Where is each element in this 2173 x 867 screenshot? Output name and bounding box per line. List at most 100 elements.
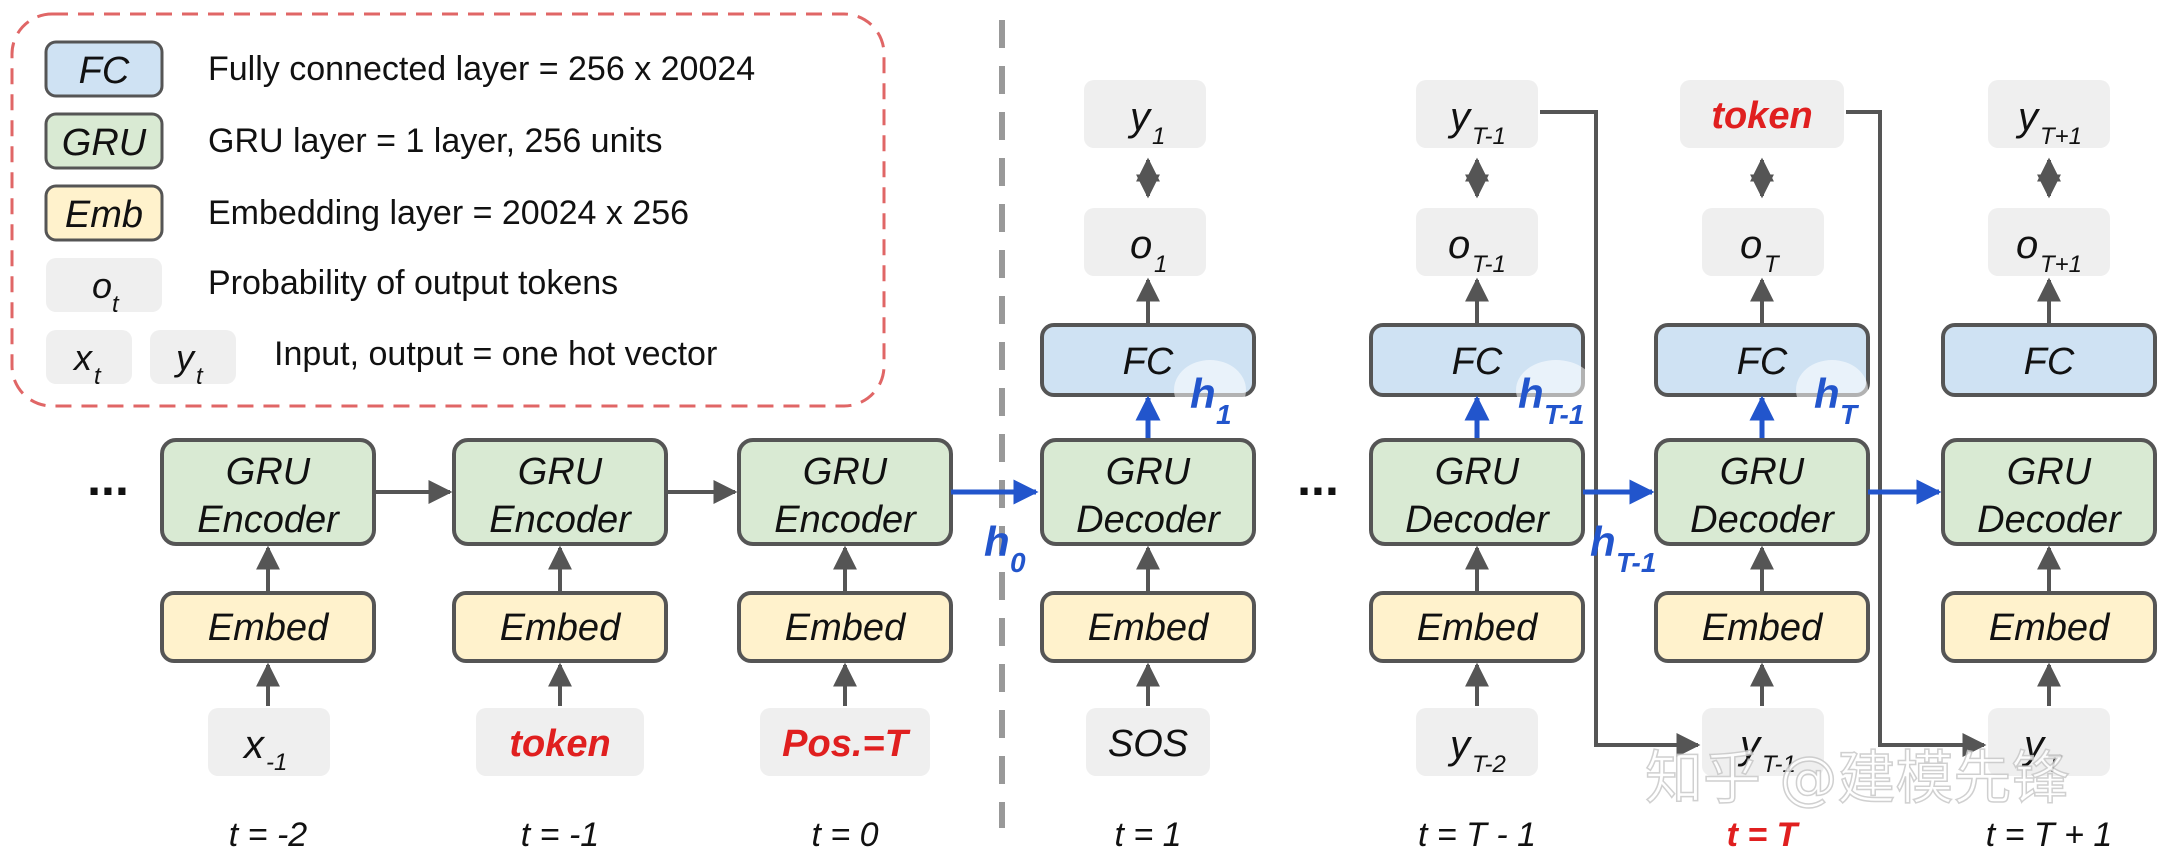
output-token-box [1988,80,2110,148]
encoder-arrows [256,480,857,706]
gru-label: GRU [226,451,311,493]
legend-emb-swatch [44,184,164,242]
input-base: y [1447,723,1473,767]
hidden-glow [1516,360,1596,420]
decoder-label: Decoder [1405,499,1550,541]
embed-box [1040,591,1256,663]
ellipsis-middle: ... [1297,450,1339,506]
input-base: y [1737,723,1763,767]
fc-label: FC [1452,341,1503,383]
gru-label: GRU [2007,451,2092,493]
embed-label: Embed [208,607,330,649]
embed-label: Embed [1702,607,1824,649]
legend-gru-tag: GRU [62,122,147,164]
input-token-box [1416,708,1538,776]
h0-sub: 0 [1010,547,1026,578]
legend-x-swatch [46,330,132,384]
legend-y-sub: t [196,363,204,390]
input-token-text: token [509,723,610,765]
legend-o-sub: t [112,291,120,318]
input-sub: -1 [266,749,287,776]
prob-box [1988,208,2110,276]
legend-fc-tag: FC [79,50,130,92]
encoder-label: Encoder [489,499,632,541]
output-base: y [1127,95,1153,139]
prob-box [1702,208,1824,276]
legend: FC Fully connected layer = 256 x 20024 G… [10,12,886,408]
embed-label: Embed [1417,607,1539,649]
prob-sub: T-1 [1472,251,1506,278]
input-token-box [1988,708,2110,776]
legend-gru-text: GRU layer = 1 layer, 256 units [208,122,663,160]
gru-label: GRU [803,451,888,493]
prob-base: o [1130,223,1152,267]
gru-decoder-box [1941,438,2157,546]
decoder-label: Decoder [1076,499,1221,541]
input-base: x [242,723,266,767]
output-base: y [1447,95,1473,139]
input-token-box [760,708,930,776]
input-token-box [208,708,330,776]
output-sub: T+1 [2040,123,2082,150]
legend-o-text: Probability of output tokens [208,264,618,302]
watermark: 知乎 @建模先锋 [1645,744,2069,812]
gru-label: GRU [1720,451,1805,493]
prob-base: o [1448,223,1470,267]
decoder-column: y 1 o 1 FC GRU Decoder Embed SOS t = 1 h… [1040,80,1256,854]
decoder-label: Decoder [1977,499,2122,541]
h-between-base: h [1590,518,1616,565]
encoder-column: GRU Encoder Embed token t = -1 [452,438,668,854]
input-token-text: SOS [1108,723,1188,765]
embed-box [1369,591,1585,663]
embed-label: Embed [1989,607,2111,649]
time-label: t = -2 [229,816,308,854]
embed-box [160,591,376,663]
hidden-glow [1174,360,1246,420]
embed-box [737,591,953,663]
input-sub: T-1 [1762,751,1796,778]
output-sub: 1 [1152,123,1165,150]
legend-fc-text: Fully connected layer = 256 x 20024 [208,50,755,88]
h0-base: h [984,518,1010,565]
gru-label: GRU [1435,451,1520,493]
h-between-sub: T-1 [1616,547,1656,578]
embed-label: Embed [500,607,622,649]
output-token-text: token [1711,95,1812,137]
hidden-arrows [1135,395,1942,505]
hidden-base: h [1814,370,1840,417]
hidden-sub: T-1 [1544,399,1584,430]
time-label: t = 0 [811,816,878,854]
hidden-base: h [1190,370,1216,417]
legend-y-base: y [173,337,196,378]
prob-sub: T [1764,251,1781,278]
time-label: t = T - 1 [1418,816,1536,854]
decoder-column: y T+1 o T+1 FC GRU Decoder Embed y T t =… [1941,80,2157,854]
time-label: t = T + 1 [1986,816,2113,854]
hidden-sub: 1 [1216,399,1232,430]
fc-label: FC [1737,341,1788,383]
embed-box [1654,591,1870,663]
ellipsis-left: ... [87,450,129,506]
prob-base: o [1740,223,1762,267]
time-label: t = -1 [521,816,599,854]
output-token-box [1680,80,1844,148]
prob-sub: 1 [1154,251,1167,278]
encoder-label: Encoder [197,499,340,541]
input-token-box [1702,708,1824,776]
encoder-column: GRU Encoder Embed Pos.=T t = 0 [737,438,953,854]
input-sub: T [2046,751,2063,778]
decoder-arrows [1136,110,2061,757]
encoder-column: GRU Encoder Embed x -1 t = -2 [160,438,376,854]
gru-label: GRU [1106,451,1191,493]
legend-border [10,12,886,408]
legend-o-base: o [92,265,112,306]
output-sub: T-1 [1472,123,1506,150]
decoder-label: Decoder [1690,499,1835,541]
legend-emb-text: Embedding layer = 20024 x 256 [208,194,689,232]
legend-fc-swatch [44,40,164,98]
hidden-sub: T [1840,399,1860,430]
time-label-current: t = T [1727,816,1801,854]
encoder-label: Encoder [774,499,917,541]
prob-box [1416,208,1538,276]
